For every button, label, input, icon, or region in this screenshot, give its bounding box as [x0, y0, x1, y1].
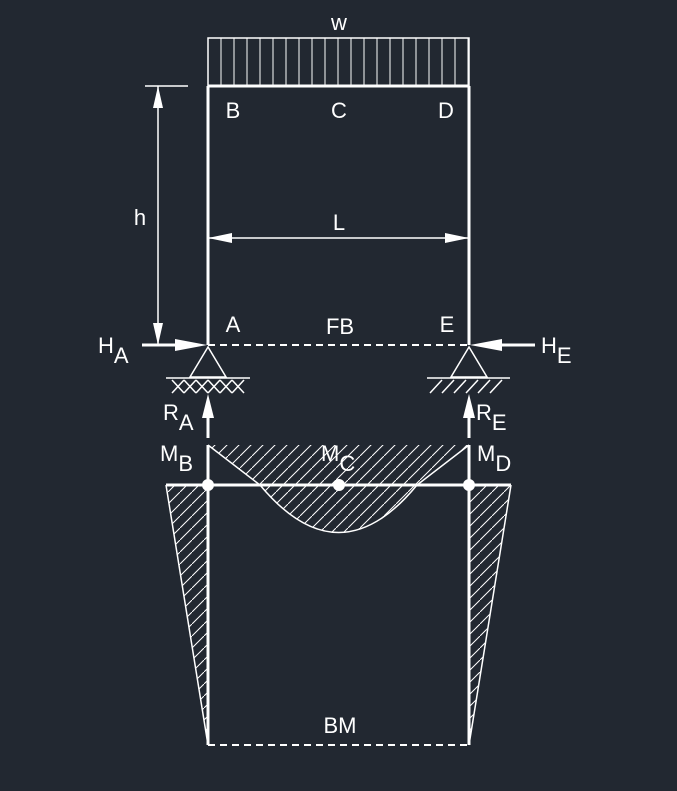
load-label: w [330, 10, 347, 35]
node-d-label: D [438, 98, 454, 123]
reaction-ra-label: RA [163, 400, 194, 435]
support-a [166, 345, 250, 394]
arrow-up-icon [202, 394, 214, 418]
frame [206, 84, 471, 345]
moment-point-c [333, 479, 345, 491]
node-b-label: B [226, 98, 241, 123]
dimension-arrow-up-icon [153, 86, 163, 108]
height-label: h [134, 205, 146, 230]
fb-label: FB [326, 314, 354, 339]
reaction-re-arrow [463, 394, 475, 438]
moment-point-d [463, 479, 475, 491]
dimension-arrow-down-icon [153, 323, 163, 345]
bm-left-outline [165, 484, 209, 746]
moment-point-b [202, 479, 214, 491]
dimension-arrow-left-icon [208, 233, 232, 243]
support-e [427, 345, 510, 394]
arrow-right-icon [175, 339, 207, 351]
node-a-label: A [226, 312, 241, 337]
arrow-up-icon [463, 394, 475, 418]
distributed-load [207, 37, 470, 87]
ground-hatch-a [171, 379, 245, 394]
bending-moment-diagram [165, 444, 512, 746]
reaction-ha-arrow [142, 339, 207, 351]
node-c-label: C [331, 98, 347, 123]
moment-mb-label: MB [160, 441, 193, 476]
arrow-left-icon [470, 339, 502, 351]
reaction-re-label: RE [476, 400, 507, 435]
reaction-he-label: HE [541, 333, 572, 368]
span-dimension [208, 233, 469, 243]
height-dimension [145, 85, 188, 345]
span-label: L [333, 210, 345, 235]
ground-hatch-e [429, 379, 503, 394]
bm-beam-curve [207, 444, 470, 534]
reaction-ra-arrow [202, 394, 214, 438]
bm-right-outline [468, 484, 512, 746]
dimension-arrow-right-icon [445, 233, 469, 243]
moment-md-label: MD [477, 441, 511, 476]
reaction-ha-label: HA [98, 333, 129, 368]
node-e-label: E [440, 312, 455, 337]
moment-mc-label: MC [321, 441, 355, 476]
bm-label: BM [324, 713, 357, 738]
reaction-he-arrow [470, 339, 535, 351]
